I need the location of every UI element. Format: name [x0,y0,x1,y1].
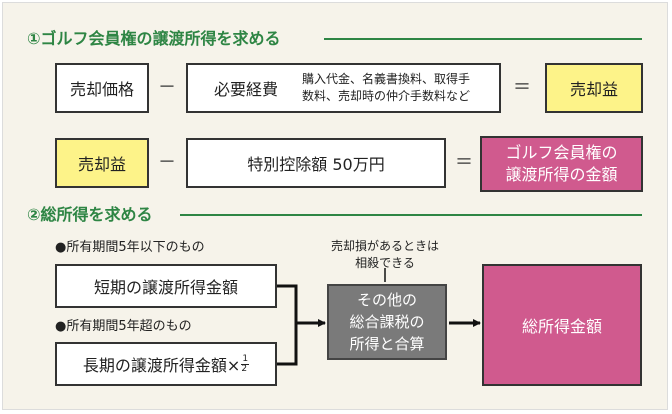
fraction-numerator: 1 [241,353,250,365]
golf-membership-transfer-income-box: ゴルフ会員権の 譲渡所得の金額 [480,136,643,192]
minus-operator-2: － [158,152,176,173]
equals-operator: ＝ [513,77,531,98]
sale-profit-box: 売却益 [545,63,643,113]
section1-rule [324,38,642,40]
result-line1: ゴルフ会員権の [505,143,618,162]
equals-operator-2: ＝ [455,152,473,173]
loss-offset-note: 売却損があるときは 相殺できる [322,238,448,272]
minus-operator: － [158,77,176,98]
short-term-condition: ●所有期間5年以下のもの [55,240,205,255]
combined-line3: 所得と合算 [349,335,425,353]
section2-rule [180,214,642,216]
necessary-expenses-box: 必要経費 購入代金、名義書換料、取得手 数料、売却時の仲介手数料など [186,63,501,113]
result-line2: 譲渡所得の金額 [505,165,618,184]
section1-heading: ①ゴルフ会員権の譲渡所得を求める [27,29,281,48]
combined-line1: その他の [356,291,417,309]
merge-bracket-line [277,284,298,366]
section2-heading: ②総所得を求める [27,205,153,224]
combined-income-box: その他の 総合課税の 所得と合算 [327,284,447,360]
one-half-fraction: 1 2 [241,353,250,374]
special-deduction-box: 特別控除額 50万円 [186,138,446,188]
expenses-note: 購入代金、名義書換料、取得手 数料、売却時の仲介手数料など [302,71,470,105]
loss-note-line1: 売却損があるときは [330,239,439,253]
long-term-condition: ●所有期間5年超のもの [55,319,192,334]
necessary-expenses-label: 必要経費 [214,80,279,99]
long-term-income-box: 長期の譲渡所得金額× 1 2 [55,342,277,386]
sale-profit-box-2: 売却益 [55,138,149,188]
expenses-note-line1: 購入代金、名義書換料、取得手 [302,72,471,86]
expenses-note-line2: 数料、売却時の仲介手数料など [302,89,471,103]
long-term-income-label: 長期の譲渡所得金額× [82,356,241,375]
short-term-income-box: 短期の譲渡所得金額 [55,264,277,308]
total-income-box: 総所得金額 [482,264,642,386]
sale-price-box: 売却価格 [55,63,149,113]
fraction-denominator: 2 [241,363,248,374]
loss-note-line2: 相殺できる [355,256,415,270]
combined-line2: 総合課税の [349,313,425,331]
